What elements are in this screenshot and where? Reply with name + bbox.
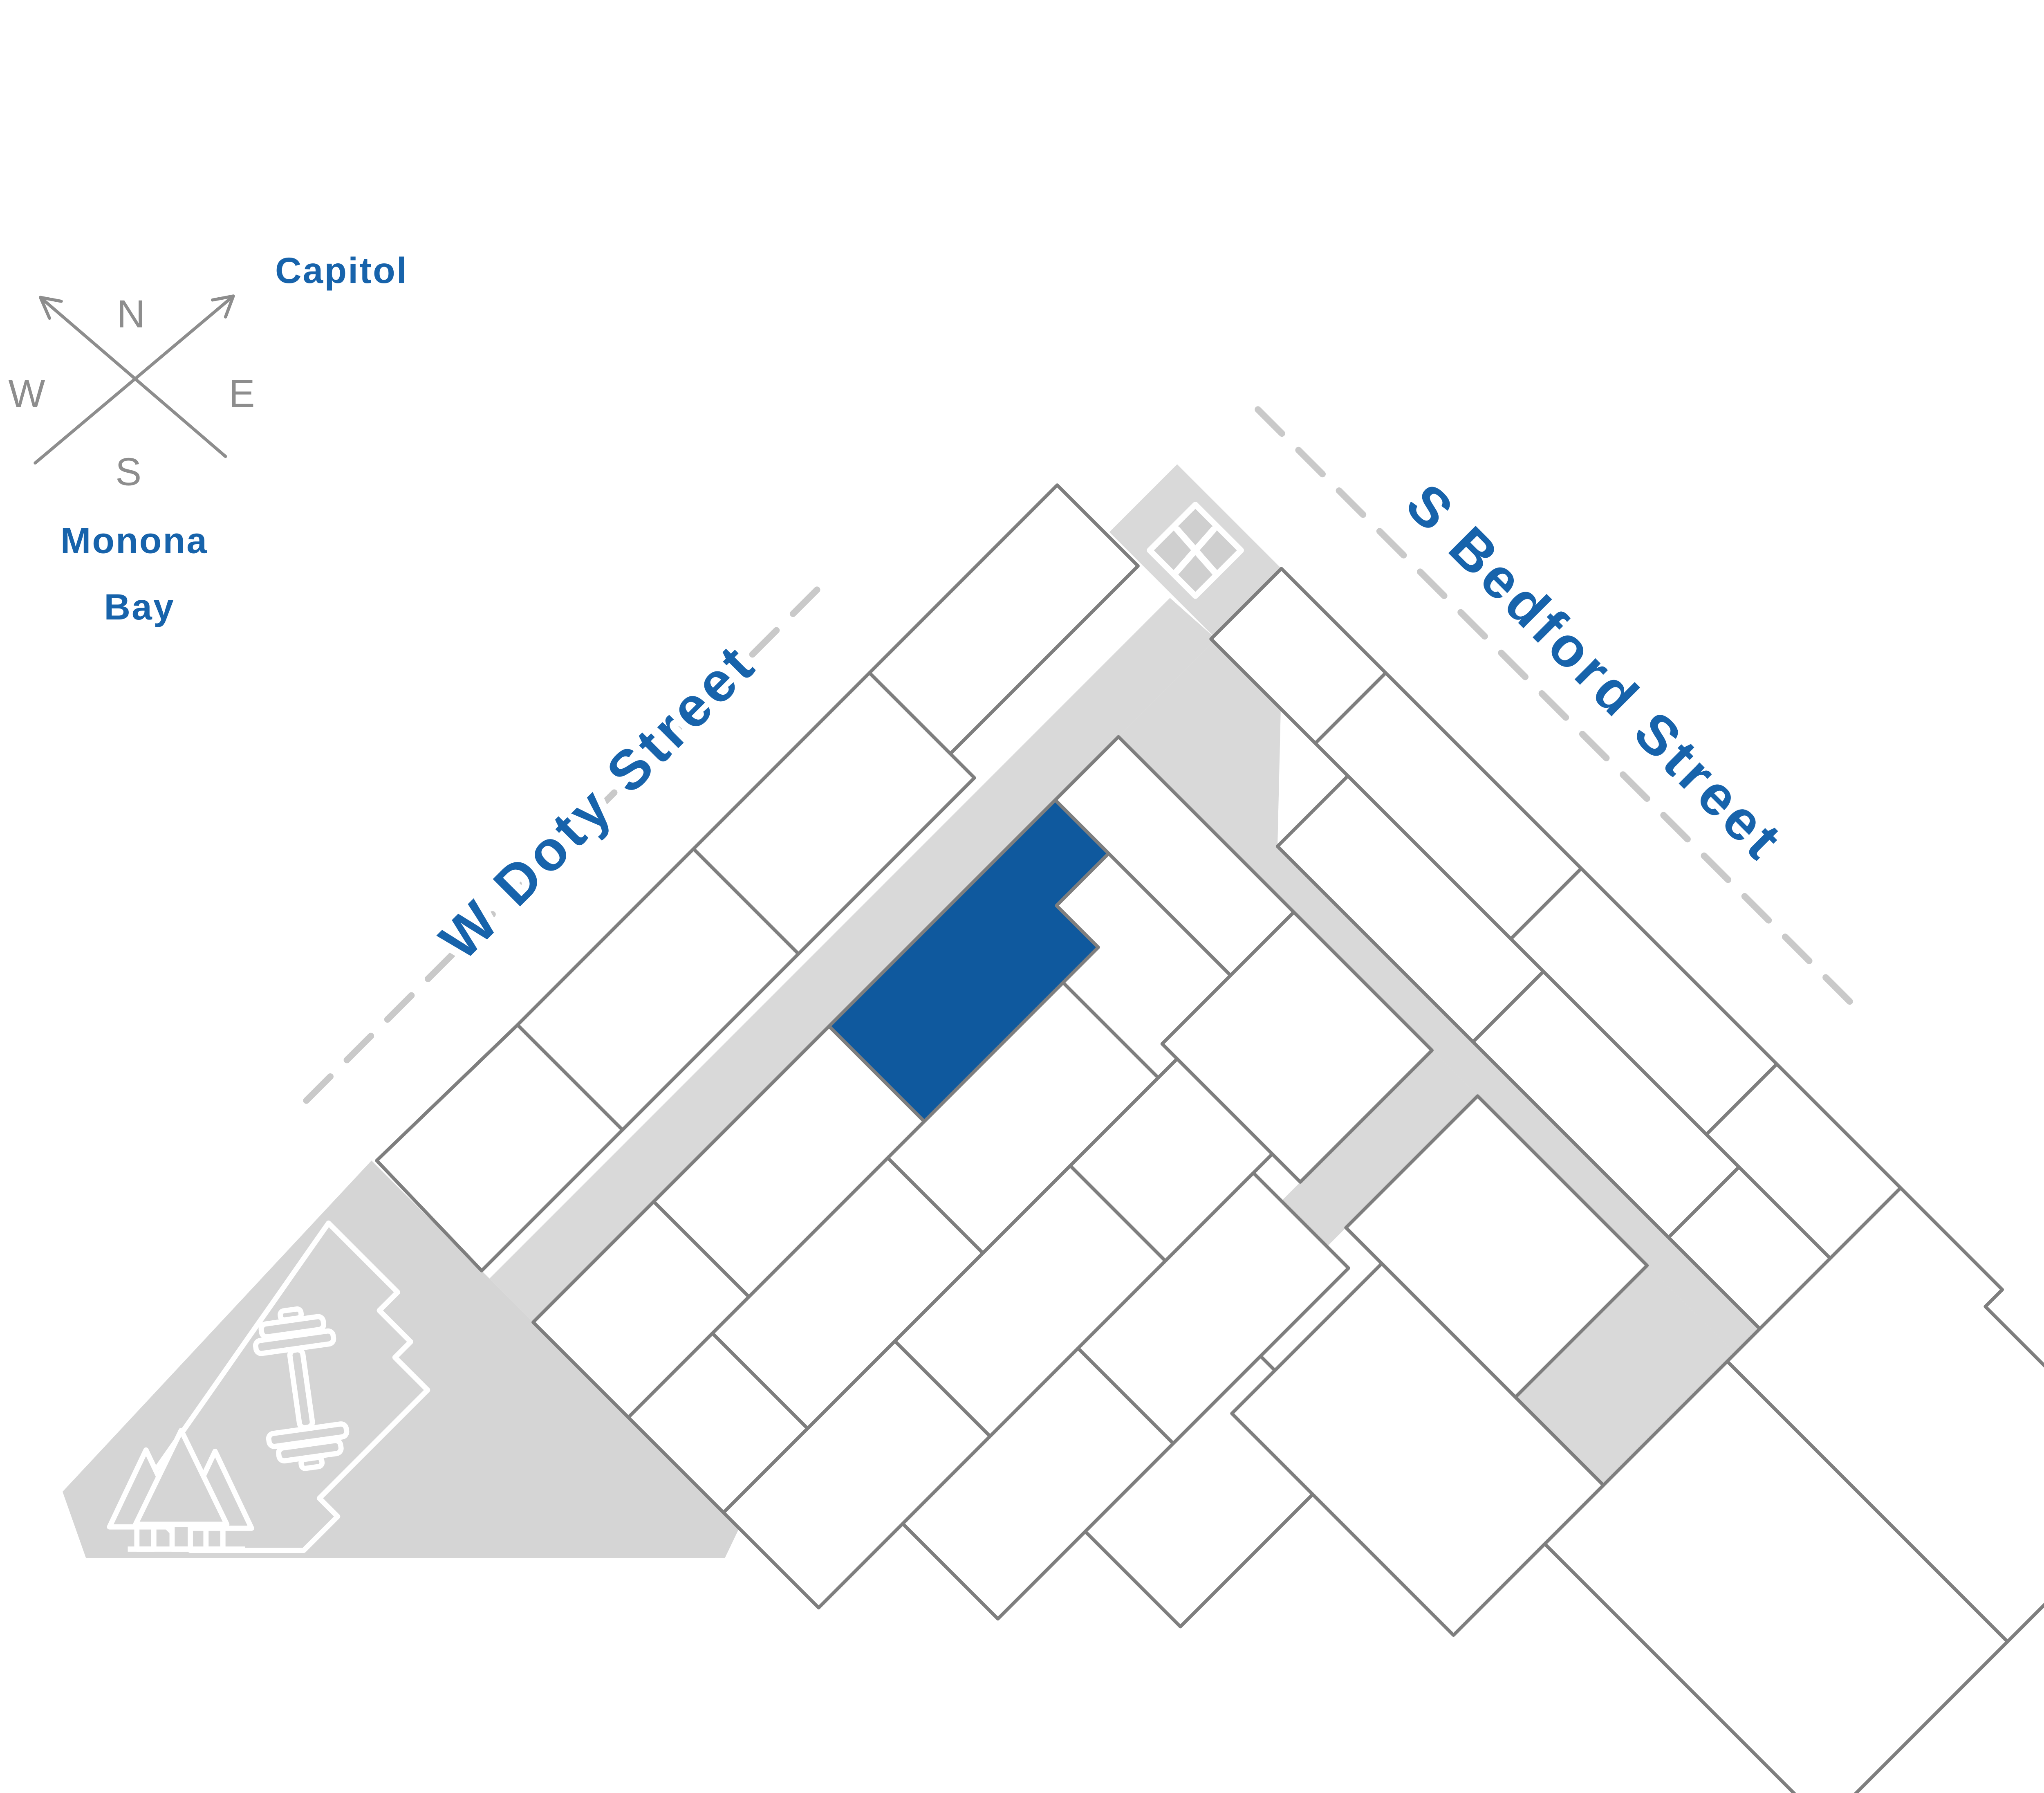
compass-rose-icon: N W E S	[8, 292, 256, 494]
compass-w: W	[8, 372, 46, 415]
park-polygon	[63, 1160, 740, 1558]
capitol-label: Capitol	[275, 250, 408, 291]
compass-e: E	[229, 372, 256, 415]
parcel	[901, 1346, 1175, 1621]
dumbbell-icon	[253, 1306, 350, 1471]
compass-arrowhead-ne	[211, 294, 235, 319]
bedford-street-dashed-line	[1255, 406, 1855, 1006]
x-marker-icon	[1147, 502, 1244, 599]
parcel	[722, 1339, 992, 1610]
monona-bay-label-line1: Monona	[61, 520, 208, 561]
doty-street-dashed-line	[303, 576, 831, 1104]
doty-side-road	[489, 598, 1217, 1322]
parcel	[1160, 910, 1434, 1184]
parcel	[375, 1023, 624, 1272]
park-area	[63, 1160, 740, 1558]
gym-building	[107, 1220, 430, 1553]
compass-arrowhead-nw	[39, 296, 63, 320]
compass-n: N	[117, 292, 146, 336]
highlighted-parcel	[827, 798, 1111, 1123]
road-apron	[1515, 1265, 1735, 1486]
parcel	[1230, 1261, 1605, 1637]
compass-s: S	[115, 450, 143, 494]
marker-x-glyph	[1172, 526, 1218, 576]
pine-trees-icon	[107, 1427, 254, 1552]
bedford-side-road	[1118, 571, 1760, 1354]
parcel	[1543, 1360, 2009, 1793]
parcels	[375, 483, 2044, 1793]
monona-bay-label-line2: Bay	[104, 586, 175, 627]
